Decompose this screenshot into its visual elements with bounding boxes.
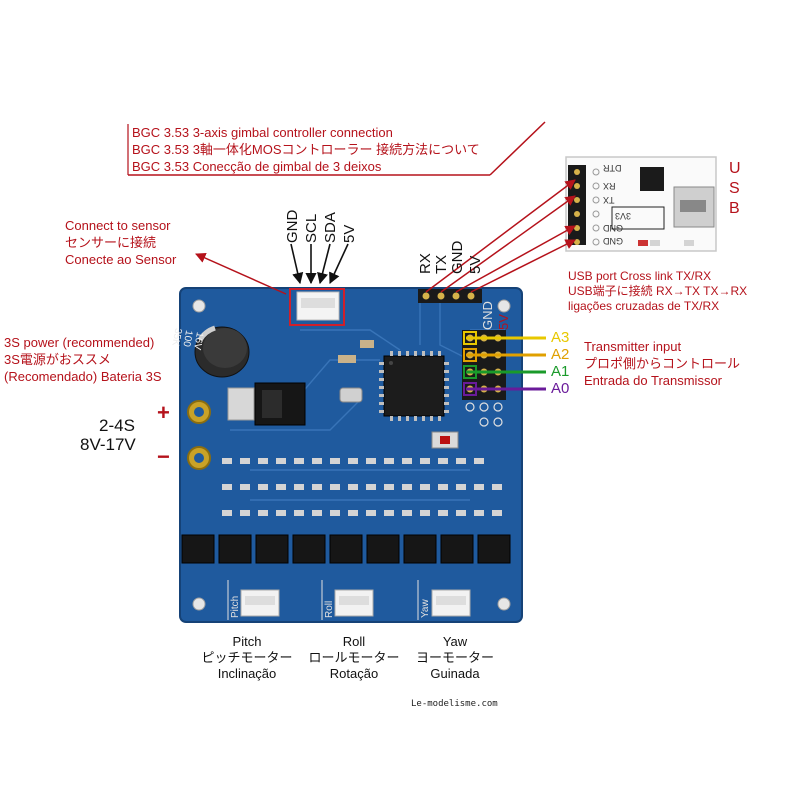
usb-label-ja: USB端子に接続 RX→TX TX→RX	[568, 284, 748, 298]
power-label-ja: 3S電源がおススメ	[4, 352, 111, 367]
resistor-rows	[222, 458, 502, 516]
motor-pitch-ja: ピッチモーター	[201, 650, 293, 665]
channel-a0-label: A0	[551, 380, 570, 397]
motor-yaw-pt: Guinada	[430, 666, 480, 681]
power-pads	[187, 400, 211, 470]
usb-board-3v3: 3V3	[615, 211, 632, 221]
motor-pitch-pt: Inclinação	[217, 666, 277, 681]
sensor-pin-5v: 5V	[341, 224, 358, 243]
watermark: Le-modelisme.com	[411, 699, 498, 709]
sensor-pin-arrows	[290, 243, 349, 285]
header-line-ja: BGC 3.53 3軸一体化MOSコントローラー 接続方法について	[132, 142, 480, 157]
sensor-label-en: Connect to sensor	[65, 218, 171, 233]
serial-pin-5v: 5V	[467, 255, 484, 274]
header-line-pt: BGC 3.53 Conecção de gimbal de 3 deixos	[132, 159, 382, 174]
motor-connectors	[227, 580, 471, 620]
channel-a2-label: A2	[551, 346, 570, 363]
motor-roll-ja: ロールモーター	[308, 650, 400, 665]
usb-board-gnd-2: GND	[603, 236, 623, 246]
voltage-regulator	[227, 382, 306, 426]
sensor-pin-scl: SCL	[303, 213, 320, 243]
sensor-label-pt: Conecte ao Sensor	[65, 252, 177, 267]
usb-letter-u: U	[729, 160, 741, 177]
motor-roll-label: Roll ロールモーター Rotação	[299, 634, 409, 682]
cross-link-arrows	[425, 179, 576, 293]
reset-button	[431, 431, 459, 449]
usb-letter-b: B	[729, 200, 740, 217]
header-line-en: BGC 3.53 3-axis gimbal controller connec…	[132, 125, 393, 140]
microcontroller-chip	[379, 351, 449, 421]
voltage-range: 2-4S	[99, 416, 135, 435]
sensor-pin-gnd: GND	[284, 209, 301, 243]
motor-yaw-label: Yaw ヨーモーター Guinada	[400, 634, 510, 682]
usb-board-dtr: DTR	[603, 163, 622, 173]
usb-board-tx: TX	[603, 195, 615, 205]
motor-pitch-label: Pitch ピッチモーター Inclinação	[192, 634, 302, 682]
sensor-arrow	[195, 253, 287, 295]
serial-pin-gnd: GND	[449, 240, 466, 274]
transmitter-label-en: Transmitter input	[584, 339, 682, 354]
usb-adapter-board	[565, 156, 717, 252]
sensor-connector	[289, 288, 345, 326]
sensor-pin-sda: SDA	[322, 212, 339, 243]
motor-yaw-ja: ヨーモーター	[415, 650, 494, 665]
silk-yaw: Yaw	[420, 599, 431, 618]
mosfet-row	[181, 534, 511, 564]
crystal	[338, 340, 374, 403]
tx-header-5v: 5V	[496, 314, 511, 330]
power-label-pt: (Recomendado) Bateria 3S	[4, 369, 162, 384]
channel-a3-label: A3	[551, 329, 570, 346]
motor-roll-pt: Rotação	[329, 666, 379, 681]
channel-a1-label: A1	[551, 363, 570, 380]
silk-roll: Roll	[324, 600, 335, 618]
sensor-label-ja: センサーに接続	[65, 235, 157, 250]
minus-sign: −	[157, 444, 170, 469]
voltage-value: 8V-17V	[80, 435, 136, 454]
tx-header-gnd: GND	[480, 301, 495, 330]
silk-pitch: Pitch	[230, 595, 241, 618]
serial-header	[418, 289, 482, 303]
serial-pin-tx: TX	[433, 254, 450, 274]
power-label-en: 3S power (recommended)	[4, 335, 155, 350]
transmitter-label-pt: Entrada do Transmissor	[584, 373, 723, 388]
usb-label-pt: ligações cruzadas de TX/RX	[568, 299, 720, 313]
header-leader	[127, 121, 546, 176]
capacitor	[194, 325, 250, 378]
motor-roll-en: Roll	[342, 634, 366, 649]
usb-board-gnd: GND	[603, 223, 623, 233]
transmitter-label-ja: プロポ側からコントロール	[584, 356, 741, 371]
usb-label-en: USB port Cross link TX/RX	[568, 269, 712, 283]
channel-lines	[463, 331, 546, 396]
usb-letter-s: S	[729, 180, 740, 197]
motor-yaw-en: Yaw	[442, 634, 468, 649]
plus-sign: +	[157, 400, 170, 425]
usb-board-rx: RX	[603, 181, 616, 191]
serial-pin-rx: RX	[417, 253, 434, 274]
motor-pitch-en: Pitch	[232, 634, 262, 649]
